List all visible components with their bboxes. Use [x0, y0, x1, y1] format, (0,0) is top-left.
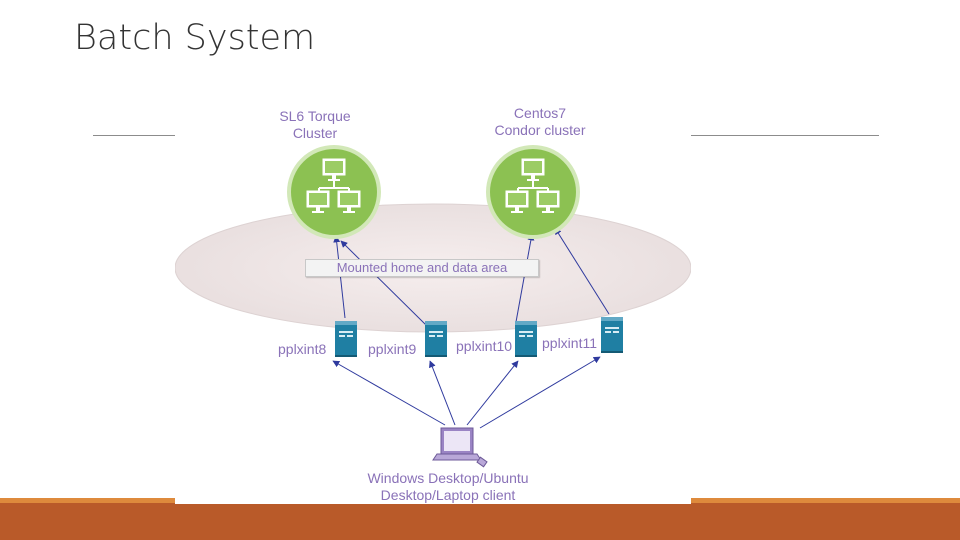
server-label-pplxint11: pplxint11: [542, 335, 598, 351]
laptop-client-icon: [432, 427, 488, 468]
mounted-area-label: Mounted home and data area: [305, 259, 539, 277]
title-rule-right: [691, 135, 879, 136]
centos7-cluster-label-line1: Centos7: [513, 105, 567, 121]
arrow-client-to-pplxint8: [332, 360, 446, 426]
arrow-client-to-pplxint9: [429, 360, 456, 426]
arrow-client-to-pplxint11: [479, 356, 601, 429]
server-label-pplxint9: pplxint9: [368, 341, 417, 357]
centos7-cluster-label: Centos7 Condor cluster: [475, 105, 605, 139]
sl6-cluster-label-line1: SL6 Torque: [279, 108, 351, 124]
arrow-client-to-pplxint10: [466, 360, 519, 426]
slide-title: Batch System: [74, 18, 316, 58]
title-rule-left: [93, 135, 175, 136]
diagram-canvas: [175, 145, 691, 468]
server-label-pplxint8: pplxint8: [278, 341, 327, 357]
arrow-pplxint8-to-sl6: [333, 235, 346, 319]
server-pplxint9-icon: [425, 321, 447, 357]
sl6-cluster-icon: [287, 145, 381, 239]
client-label: Windows Desktop/Ubuntu Desktop/Laptop cl…: [348, 470, 548, 504]
arrow-pplxint11-to-centos7: [554, 227, 610, 315]
centos7-cluster-icon: [486, 145, 580, 239]
server-pplxint11-icon: [601, 317, 623, 353]
client-label-line1: Windows Desktop/Ubuntu: [367, 470, 529, 486]
centos7-cluster-label-line2: Condor cluster: [494, 122, 586, 138]
batch-system-diagram: SL6 Torque Cluster Centos7 Condor cluste…: [175, 88, 691, 504]
server-pplxint8-icon: [335, 321, 357, 357]
footer-band: [0, 503, 960, 540]
server-label-pplxint10: pplxint10: [456, 338, 513, 354]
server-pplxint10-icon: [515, 321, 537, 357]
sl6-cluster-label-line2: Cluster: [292, 125, 338, 141]
arrow-pplxint10-to-centos7: [515, 233, 535, 323]
client-label-line2: Desktop/Laptop client: [380, 487, 516, 503]
arrow-pplxint9-to-sl6: [340, 240, 428, 327]
sl6-cluster-label: SL6 Torque Cluster: [265, 108, 365, 142]
